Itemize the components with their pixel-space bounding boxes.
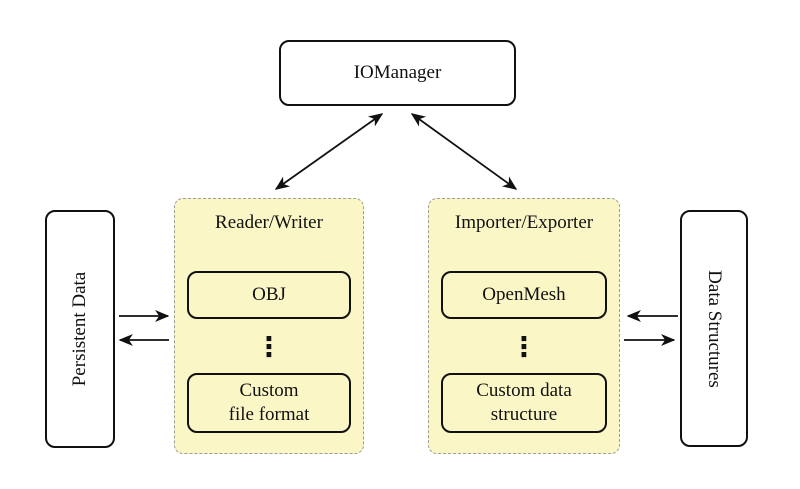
arrow-iomanager-importerexporter: [410, 113, 518, 190]
persistent-data-label: Persistent Data: [69, 271, 90, 387]
persistent-data-box: Persistent Data: [45, 210, 115, 448]
iomanager-box: IOManager: [279, 40, 516, 106]
data-structures-box: Data Structures: [680, 210, 748, 447]
reader-writer-group: Reader/Writer OBJ ⋮ Custom file format: [174, 198, 364, 454]
reader-writer-title: Reader/Writer: [215, 212, 323, 233]
vertical-ellipsis: ⋮: [255, 331, 283, 363]
arrow-iomanager-readerwriter: [274, 113, 384, 190]
vertical-ellipsis: ⋮: [510, 331, 538, 363]
openmesh-box: OpenMesh: [441, 271, 607, 319]
custom-data-structure-box: Custom data structure: [441, 373, 607, 433]
iomanager-label: IOManager: [353, 62, 442, 83]
obj-box: OBJ: [187, 271, 351, 319]
custom-file-format-box: Custom file format: [187, 373, 351, 433]
importer-exporter-title: Importer/Exporter: [454, 212, 594, 233]
data-structures-label: Data Structures: [704, 269, 725, 388]
importer-exporter-group: Importer/Exporter OpenMesh ⋮ Custom data…: [428, 198, 620, 454]
